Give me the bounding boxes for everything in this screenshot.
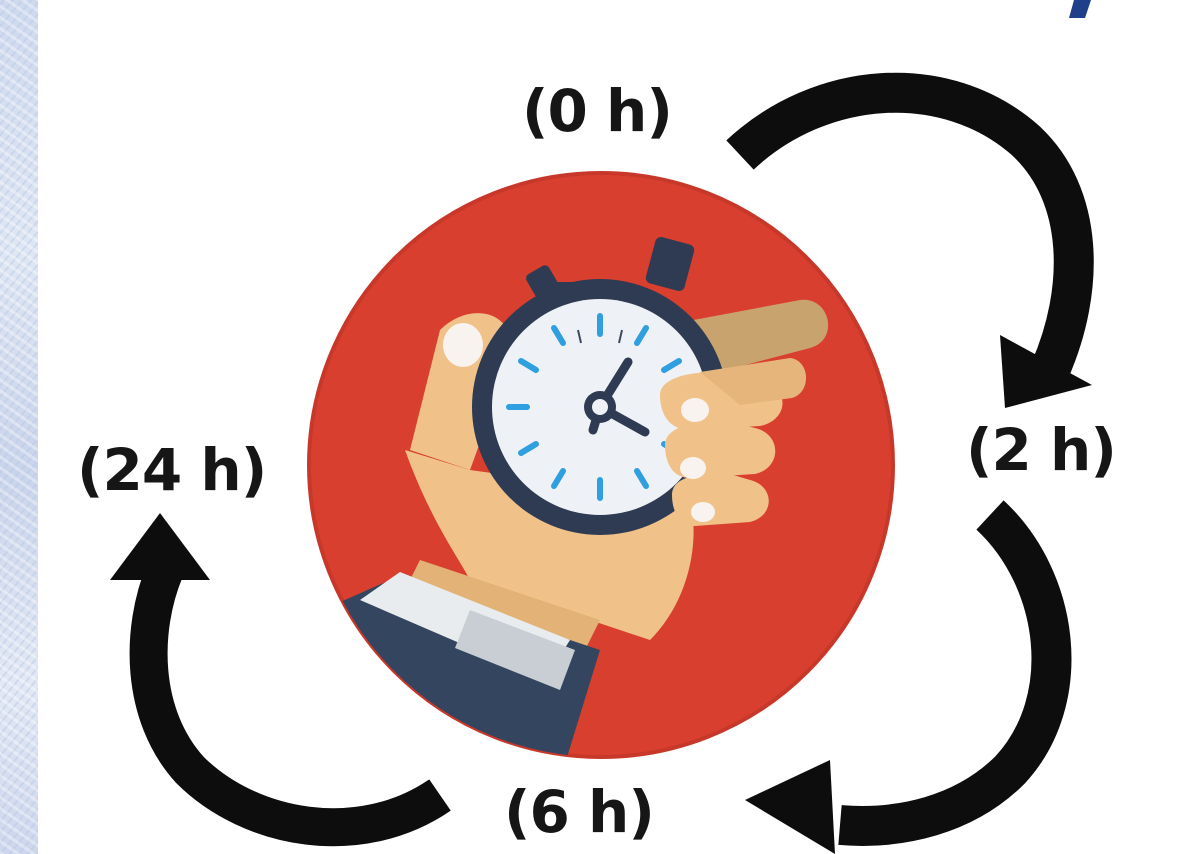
corner-fragment-icon [1069, 0, 1091, 18]
left-background-strip [0, 0, 38, 854]
time-label-6h: (6 h) [504, 778, 655, 846]
time-label-24h: (24 h) [77, 436, 267, 504]
time-label-0h: (0 h) [522, 77, 673, 145]
arrow-6h-to-24h-icon [110, 513, 451, 847]
arrow-2h-to-6h-icon [745, 500, 1072, 854]
hand-holding-stopwatch-icon [307, 171, 895, 759]
time-label-2h: (2 h) [966, 416, 1117, 484]
arrow-0h-to-2h-icon [726, 72, 1094, 408]
